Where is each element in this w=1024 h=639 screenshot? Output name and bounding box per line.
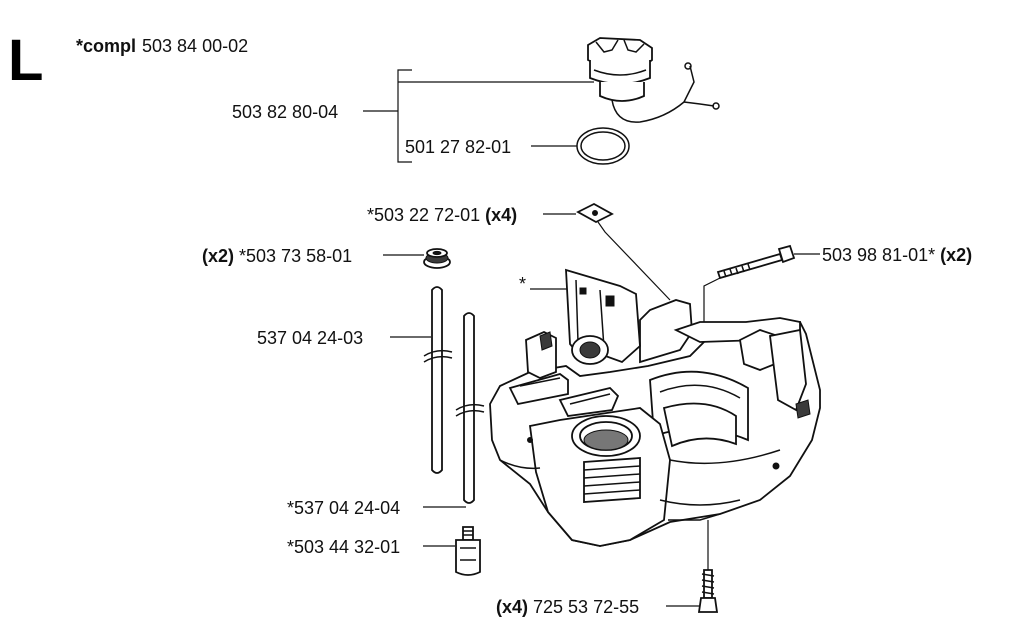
label-cap-assembly: 503 82 80-04: [232, 102, 338, 122]
fuel-cap-drawing: [587, 37, 720, 123]
label-plate-qty: (x4): [485, 205, 517, 225]
section-letter: L: [8, 28, 43, 93]
compl-number: 503 84 00-02: [142, 36, 248, 56]
label-hose-long: 537 04 24-03: [257, 328, 363, 348]
label-plate-number: *503 22 72-01: [367, 205, 480, 225]
grommet-drawing: [423, 248, 451, 269]
hose-long-drawing: [423, 286, 453, 474]
label-hose-short: *537 04 24-04: [287, 498, 400, 518]
label-star-marker: *: [519, 274, 526, 294]
screw-bottom-drawing: [697, 569, 719, 613]
label-grommet-number: *503 73 58-01: [239, 246, 352, 266]
hose-short-drawing: [455, 312, 485, 504]
bolt-top-drawing: [716, 244, 796, 280]
label-screw-bottom: (x4)725 53 72-55: [496, 597, 639, 617]
label-screw-bottom-qty: (x4): [496, 597, 528, 617]
compl-header: *compl 503 84 00-02: [76, 36, 248, 56]
filter-drawing: [455, 526, 481, 576]
label-bolt-top-qty: (x2): [940, 245, 972, 265]
label-o-ring: 501 27 82-01: [405, 137, 511, 157]
label-filter: *503 44 32-01: [287, 537, 400, 557]
o-ring-drawing: [576, 127, 630, 165]
label-grommet: (x2)*503 73 58-01: [202, 246, 352, 266]
label-screw-bottom-number: 725 53 72-55: [533, 597, 639, 617]
crankcase-drawing: [489, 268, 821, 547]
label-bolt-top-number: 503 98 81-01*: [822, 245, 935, 265]
plate-drawing: [576, 202, 614, 224]
label-grommet-qty: (x2): [202, 246, 234, 266]
label-bolt-top: 503 98 81-01*(x2): [822, 245, 972, 265]
label-plate: *503 22 72-01(x4): [367, 205, 517, 225]
compl-label: *compl: [76, 36, 136, 56]
